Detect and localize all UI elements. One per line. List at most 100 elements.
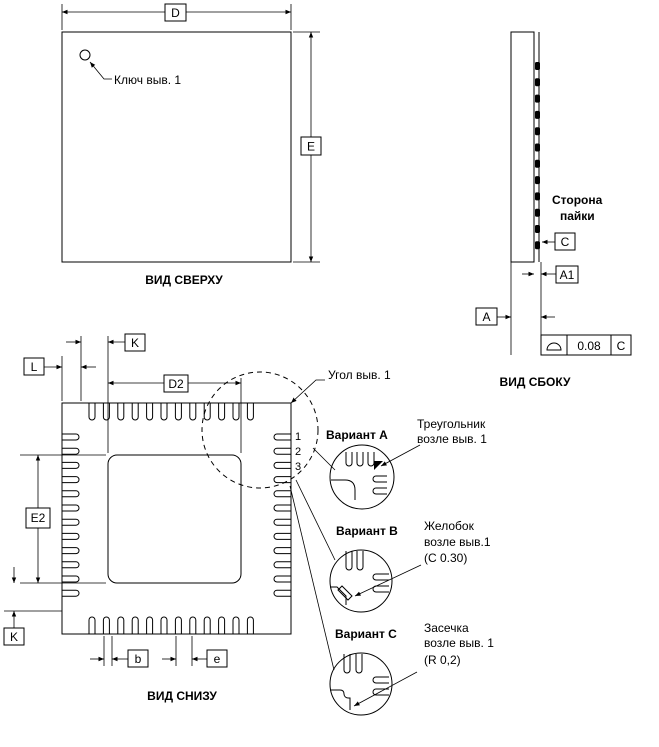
lead-pad-top [102,403,110,421]
lead-pad-right [273,518,291,526]
lead-pad-left [62,433,80,441]
lead-pad-top [174,403,182,421]
pin1-corner-leader [290,379,325,404]
variant-connector-b [295,479,336,561]
dim-d-box [164,3,187,22]
lead-pad-left [62,447,80,455]
pin1-corner-circle [201,371,319,489]
variant-b-circle [329,549,393,613]
variant-c-title: Вариант C [335,627,397,641]
side-lead [535,127,540,136]
lead-pad-bottom [88,616,96,634]
lead-pad-top [232,403,240,421]
lead-pad-right [273,433,291,441]
dim-b-box [127,649,149,668]
side-view-body [510,31,535,263]
side-lead [535,110,540,119]
variant-connector-c [289,485,335,671]
lead-pad-right [273,532,291,540]
pin-number-3: 3 [295,461,301,473]
dim-k-top-label: K [131,336,139,350]
lead-pad-top [246,403,254,421]
side-lead [535,208,540,217]
variant-c-line1: Засечка [424,621,469,635]
top-view-body [61,31,292,263]
dim-a-label: A [482,310,490,324]
lead-pad-bottom [131,616,139,634]
dim-a-box [475,307,498,326]
bottom-view-body [61,402,292,635]
lead-pad-bottom [232,616,240,634]
dim-a1-label: A1 [560,268,575,282]
bottom-view-pads [62,403,291,634]
lead-pad-top [131,403,139,421]
variant-a-title: Вариант A [326,428,388,442]
datum-c-label: C [561,235,570,249]
top-view: Ключ выв. 1 D E ВИД СВЕРХУ [61,3,322,287]
pin1-key-leader [89,61,112,80]
lead-pad-right [273,504,291,512]
side-lead [535,176,540,185]
lead-pad-left [62,461,80,469]
dim-k-left-label: K [10,630,18,644]
lead-pad-left [62,518,80,526]
pin1-key-label: Ключ выв. 1 [114,73,181,87]
lead-pad-right [273,589,291,597]
dim-e-label: E [307,140,315,154]
dim-b-label: b [135,652,142,666]
variant-a-detail [331,452,387,500]
lead-pad-bottom [102,616,110,634]
pin1-key-mark [79,49,91,61]
lead-pad-right [273,490,291,498]
dim-l-box [23,357,45,376]
lead-pad-bottom [117,616,125,634]
flatness-datum: C [617,339,626,353]
variant-a-leader [380,444,421,467]
datum-c-box [554,232,576,251]
side-lead [535,62,540,70]
surface-profile-icon [546,342,562,351]
dim-d-label: D [171,6,180,20]
dim-k-top-box [124,333,146,352]
dim-e2-box [25,507,51,529]
dim-e-pitch-box [206,649,228,668]
flatness-frame [540,334,632,356]
dim-d2-box [163,374,189,393]
lead-pad-bottom [160,616,168,634]
variant-c-leader [353,671,418,707]
bottom-view-caption: ВИД СНИЗУ [147,689,217,703]
variant-c-line2: возле выв. 1 [424,636,494,650]
variant-b-line2: возле выв.1 [424,535,491,549]
side-view: Сторона пайки C A1 A 0.08 C ВИД СБОКУ [475,31,632,389]
variant-a-line2: возле выв. 1 [417,432,487,446]
lead-pad-right [273,547,291,555]
flatness-value: 0.08 [577,339,601,353]
side-view-caption: ВИД СБОКУ [500,375,571,389]
side-lead [535,143,540,152]
variant-c-line3: (R 0,2) [424,653,461,667]
lead-pad-left [62,532,80,540]
pin-number-2: 2 [295,446,301,458]
side-lead [535,225,540,233]
solder-side-label-line1: Сторона [552,193,603,207]
lead-pad-left [62,589,80,597]
lead-pad-right [273,561,291,569]
lead-pad-top [218,403,226,421]
lead-pad-top [160,403,168,421]
variant-b-line1: Желобок [424,519,475,533]
dim-a1-box [555,265,579,284]
dim-e-box [300,136,322,156]
lead-pad-bottom [246,616,254,634]
lead-pad-top [203,403,211,421]
pin1-variants: Вариант A Треугольник возле выв. 1 Вариа… [289,417,494,716]
lead-pad-right [273,476,291,484]
variant-a-line1: Треугольник [417,417,486,431]
lead-pad-bottom [146,616,154,634]
dim-e2-label: E2 [31,511,46,525]
variant-c-circle [329,652,393,716]
variant-b-line3: (C 0.30) [424,551,467,565]
variant-b-title: Вариант B [336,524,398,538]
solder-side-label-line2: пайки [560,209,595,223]
lead-pad-top [146,403,154,421]
side-lead [535,159,540,168]
